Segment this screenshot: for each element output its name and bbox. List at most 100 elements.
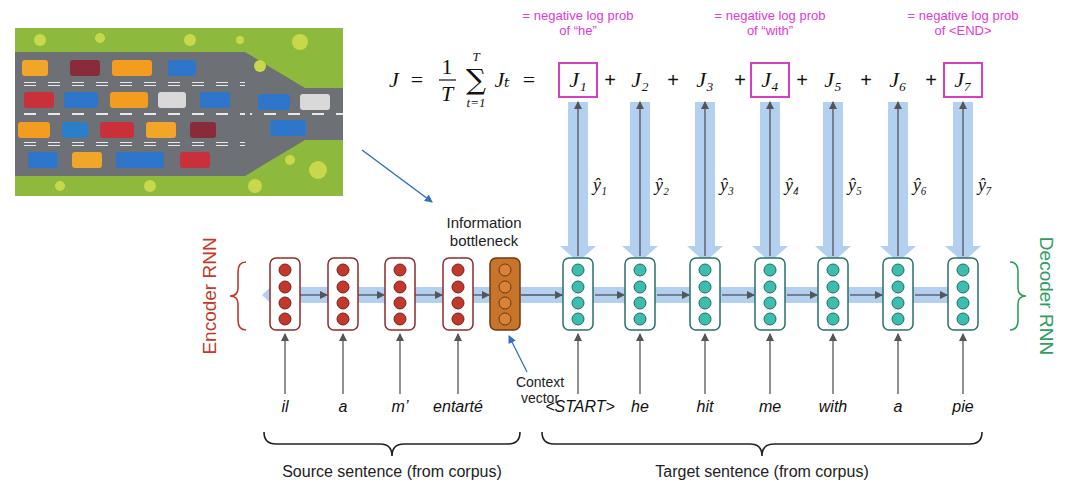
formula-symbol: J xyxy=(389,67,399,93)
neuron xyxy=(699,264,711,276)
neuron xyxy=(394,264,406,276)
encoder-brace xyxy=(230,262,246,330)
neuron xyxy=(337,264,349,276)
traffic-illustration xyxy=(15,28,343,196)
neuron xyxy=(892,281,904,293)
annotation: = negative log prob of “he” xyxy=(518,9,638,39)
cars xyxy=(18,60,330,168)
rnn-cell xyxy=(818,258,848,330)
output-arrows xyxy=(578,102,963,256)
neuron xyxy=(699,313,711,325)
neuron xyxy=(499,313,511,325)
rnn-cell xyxy=(883,258,913,330)
source-word: il xyxy=(281,398,288,416)
neuron xyxy=(957,264,969,276)
neuron xyxy=(827,281,839,293)
cost-term: J₆ xyxy=(889,67,906,93)
source-word: a xyxy=(339,398,348,416)
rnn-cell xyxy=(563,258,593,330)
target-word: <START> xyxy=(545,398,615,416)
cost-term: J₃ xyxy=(696,67,713,93)
neuron xyxy=(394,313,406,325)
plus-sign: + xyxy=(734,69,746,92)
neuron xyxy=(827,297,839,309)
formula-symbol: = xyxy=(411,67,423,93)
output-label: ŷ₇ xyxy=(978,175,992,196)
annotation: = negative log prob of “with” xyxy=(710,9,830,39)
neuron xyxy=(892,313,904,325)
neuron xyxy=(957,281,969,293)
neuron xyxy=(572,281,584,293)
neuron xyxy=(572,313,584,325)
formula-symbol: ∑ xyxy=(466,63,486,96)
neuron xyxy=(452,281,464,293)
neuron xyxy=(892,264,904,276)
rnn-cell xyxy=(490,258,520,330)
side-label: Decoder RNN xyxy=(1035,237,1057,355)
cost-term: J₁ xyxy=(569,67,586,92)
fraction-bar xyxy=(439,79,456,80)
neuron xyxy=(452,297,464,309)
neuron xyxy=(499,264,511,276)
rnn-cell xyxy=(690,258,720,330)
neuron xyxy=(957,313,969,325)
neuron xyxy=(699,297,711,309)
output-label: ŷ₂ xyxy=(655,175,669,196)
neuron xyxy=(452,313,464,325)
rnn-cell xyxy=(948,258,978,330)
target-word: pie xyxy=(952,398,973,416)
neuron xyxy=(572,297,584,309)
neuron xyxy=(634,264,646,276)
neuron xyxy=(279,297,291,309)
neuron xyxy=(827,264,839,276)
formula-symbol: t=1 xyxy=(467,95,486,111)
cost-box: J₁ xyxy=(558,62,598,98)
rnn-cell xyxy=(385,258,415,330)
formula-symbol: T xyxy=(441,81,453,107)
neuron xyxy=(337,281,349,293)
plus-sign: + xyxy=(667,69,679,92)
neuron xyxy=(634,281,646,293)
neuron xyxy=(279,281,291,293)
cost-term: J₅ xyxy=(824,67,841,93)
neuron xyxy=(499,281,511,293)
plus-sign: + xyxy=(604,69,616,92)
leader-line xyxy=(509,336,527,372)
input-arrows xyxy=(285,334,963,394)
neuron xyxy=(572,264,584,276)
neuron xyxy=(957,297,969,309)
target-word: he xyxy=(631,398,649,416)
neuron xyxy=(337,313,349,325)
cost-box: J₇ xyxy=(943,62,983,98)
cost-box: J₄ xyxy=(750,62,790,98)
bracket-label: Source sentence (from corpus) xyxy=(282,463,502,481)
target-word: a xyxy=(894,398,903,416)
decoder-brace xyxy=(1010,262,1026,330)
source-word: entarté xyxy=(433,398,483,416)
source-brace xyxy=(264,432,520,456)
plus-sign: + xyxy=(860,69,872,92)
neuron xyxy=(337,297,349,309)
trees xyxy=(34,33,327,193)
gradient-arrows xyxy=(262,102,981,314)
source-word: m’ xyxy=(392,398,409,416)
plus-sign: + xyxy=(796,69,808,92)
target-word: me xyxy=(759,398,781,416)
output-label: ŷ₅ xyxy=(848,175,862,196)
leader-line xyxy=(362,150,432,202)
neuron xyxy=(394,297,406,309)
rnn-cell xyxy=(270,258,300,330)
neuron xyxy=(499,297,511,309)
neuron xyxy=(394,281,406,293)
rnn-cell xyxy=(755,258,785,330)
rnn-cell xyxy=(328,258,358,330)
formula-symbol: 1 xyxy=(442,54,453,80)
neuron xyxy=(892,297,904,309)
formula-symbol: Jₜ xyxy=(494,67,509,93)
neuron xyxy=(452,264,464,276)
neuron xyxy=(764,281,776,293)
plus-sign: + xyxy=(925,69,937,92)
cost-term: J₄ xyxy=(761,67,778,92)
neuron xyxy=(699,281,711,293)
target-brace xyxy=(542,432,982,456)
